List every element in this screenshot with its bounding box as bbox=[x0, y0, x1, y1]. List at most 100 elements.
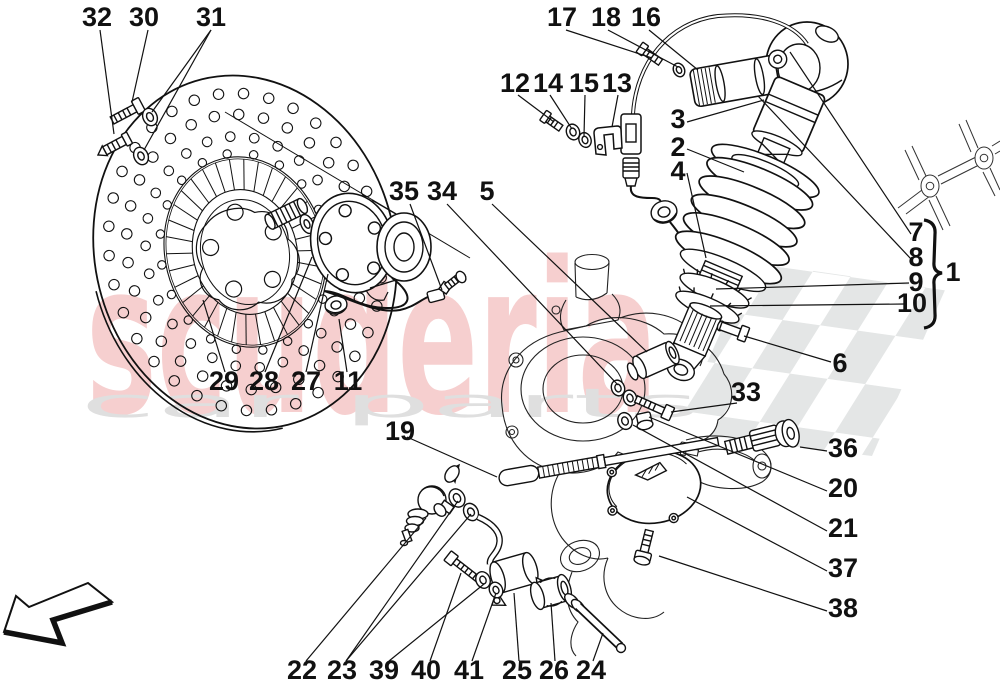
leader-line-36 bbox=[799, 446, 828, 452]
leader-line-27 bbox=[305, 273, 329, 373]
part-callout-21[interactable]: 21 bbox=[828, 513, 858, 543]
part-callout-28[interactable]: 28 bbox=[249, 366, 279, 396]
chassis-frame bbox=[897, 119, 1000, 231]
part-callout-31[interactable]: 31 bbox=[196, 2, 226, 32]
part-callout-13[interactable]: 13 bbox=[602, 68, 632, 98]
disc-mount-bolts bbox=[96, 97, 159, 166]
leader-line-12 bbox=[517, 94, 555, 123]
sensor-bracket bbox=[593, 125, 623, 156]
part-callout-29[interactable]: 29 bbox=[209, 366, 239, 396]
stabilizer-link bbox=[399, 463, 480, 547]
part-callout-38[interactable]: 38 bbox=[828, 593, 858, 623]
leader-line-16 bbox=[648, 29, 699, 71]
part-callout-22[interactable]: 22 bbox=[287, 655, 317, 680]
damper-actuator bbox=[689, 49, 788, 108]
leader-line-38 bbox=[658, 555, 828, 612]
leader-line-25 bbox=[513, 592, 520, 662]
leader-line-39 bbox=[388, 583, 485, 662]
leader-line-35 bbox=[409, 203, 443, 291]
leader-line-18 bbox=[607, 29, 679, 68]
hub-grommet bbox=[324, 295, 348, 315]
leader-line-11 bbox=[338, 318, 348, 373]
part-callout-7[interactable]: 7 bbox=[908, 217, 923, 247]
shock-absorber bbox=[666, 76, 826, 382]
leader-line-15 bbox=[583, 94, 586, 137]
part-callout-2[interactable]: 2 bbox=[670, 132, 685, 162]
part-callout-33[interactable]: 33 bbox=[731, 377, 761, 407]
arm-fasteners bbox=[610, 379, 676, 431]
shock-bushing bbox=[626, 340, 680, 381]
part-callout-6[interactable]: 6 bbox=[832, 348, 847, 378]
leader-line-6 bbox=[743, 335, 832, 363]
part-callout-20[interactable]: 20 bbox=[828, 473, 858, 503]
part-callout-14[interactable]: 14 bbox=[533, 68, 563, 98]
part-callout-27[interactable]: 27 bbox=[291, 366, 321, 396]
watermark-tagline-text: car parts bbox=[80, 381, 700, 427]
track-rod bbox=[498, 436, 720, 487]
part-callout-26[interactable]: 26 bbox=[539, 655, 569, 680]
leader-line-37 bbox=[686, 496, 828, 572]
part-callout-35[interactable]: 35 bbox=[389, 176, 419, 206]
leader-line-5 bbox=[491, 203, 648, 353]
part-callout-19[interactable]: 19 bbox=[385, 416, 415, 446]
part-callout-36[interactable]: 36 bbox=[828, 433, 858, 463]
leader-line-19 bbox=[406, 436, 498, 478]
leader-line-32 bbox=[99, 29, 115, 135]
leader-line-7 bbox=[789, 51, 912, 235]
part-callout-17[interactable]: 17 bbox=[547, 2, 577, 32]
leader-line-2 bbox=[686, 148, 745, 173]
part-callout-23[interactable]: 23 bbox=[327, 655, 357, 680]
part-callout-25[interactable]: 25 bbox=[502, 655, 532, 680]
part-callout-15[interactable]: 15 bbox=[569, 68, 599, 98]
part-callout-37[interactable]: 37 bbox=[828, 553, 858, 583]
leader-line-29 bbox=[202, 299, 226, 373]
part-callout-40[interactable]: 40 bbox=[411, 655, 441, 680]
eye-bolt bbox=[716, 320, 751, 343]
leader-line-30 bbox=[131, 29, 149, 103]
disc-center-cutout bbox=[195, 207, 300, 311]
part-callout-41[interactable]: 41 bbox=[454, 655, 484, 680]
leader-line-31 bbox=[151, 29, 212, 113]
part-callout-8[interactable]: 8 bbox=[908, 242, 923, 272]
part-callout-34[interactable]: 34 bbox=[427, 176, 457, 206]
part-callout-32[interactable]: 32 bbox=[82, 2, 112, 32]
bracket-hardware bbox=[539, 109, 623, 156]
part-callout-24[interactable]: 24 bbox=[576, 655, 606, 680]
leader-line-13 bbox=[611, 94, 619, 128]
coil-spring bbox=[674, 156, 814, 285]
part-callout-4[interactable]: 4 bbox=[670, 156, 685, 186]
bar-bushing-and-rod bbox=[529, 573, 627, 654]
leader-line-17 bbox=[565, 29, 653, 59]
leader-line-23 bbox=[345, 500, 459, 662]
leader-line-9 bbox=[715, 282, 910, 290]
leader-line-40 bbox=[429, 572, 462, 662]
part-callout-1[interactable]: 1 bbox=[945, 257, 960, 287]
leader-line-24 bbox=[592, 632, 604, 662]
splined-plug bbox=[723, 418, 800, 455]
leader-line-28 bbox=[264, 256, 313, 373]
leader-line-34 bbox=[446, 203, 619, 386]
part-callout-3[interactable]: 3 bbox=[670, 104, 685, 134]
part-callout-9[interactable]: 9 bbox=[908, 267, 923, 297]
leader-line-41 bbox=[471, 592, 497, 662]
part-callout-18[interactable]: 18 bbox=[591, 2, 621, 32]
part-callout-30[interactable]: 30 bbox=[129, 2, 159, 32]
part-callout-16[interactable]: 16 bbox=[631, 2, 661, 32]
assembly-brace bbox=[923, 218, 943, 330]
leader-line-10 bbox=[709, 303, 906, 307]
checkered-flag-watermark bbox=[676, 262, 945, 456]
leader-line-21 bbox=[632, 424, 828, 532]
leader-line-23 bbox=[345, 513, 472, 662]
leader-line-22 bbox=[305, 517, 427, 662]
wheel-hub bbox=[309, 192, 432, 301]
part-callout-5[interactable]: 5 bbox=[479, 176, 494, 206]
part-callout-12[interactable]: 12 bbox=[500, 68, 530, 98]
leader-line-8 bbox=[757, 95, 912, 260]
part-callout-10[interactable]: 10 bbox=[897, 288, 927, 318]
leader-line-20 bbox=[648, 416, 828, 492]
part-callout-39[interactable]: 39 bbox=[369, 655, 399, 680]
part-callout-11[interactable]: 11 bbox=[334, 366, 363, 396]
